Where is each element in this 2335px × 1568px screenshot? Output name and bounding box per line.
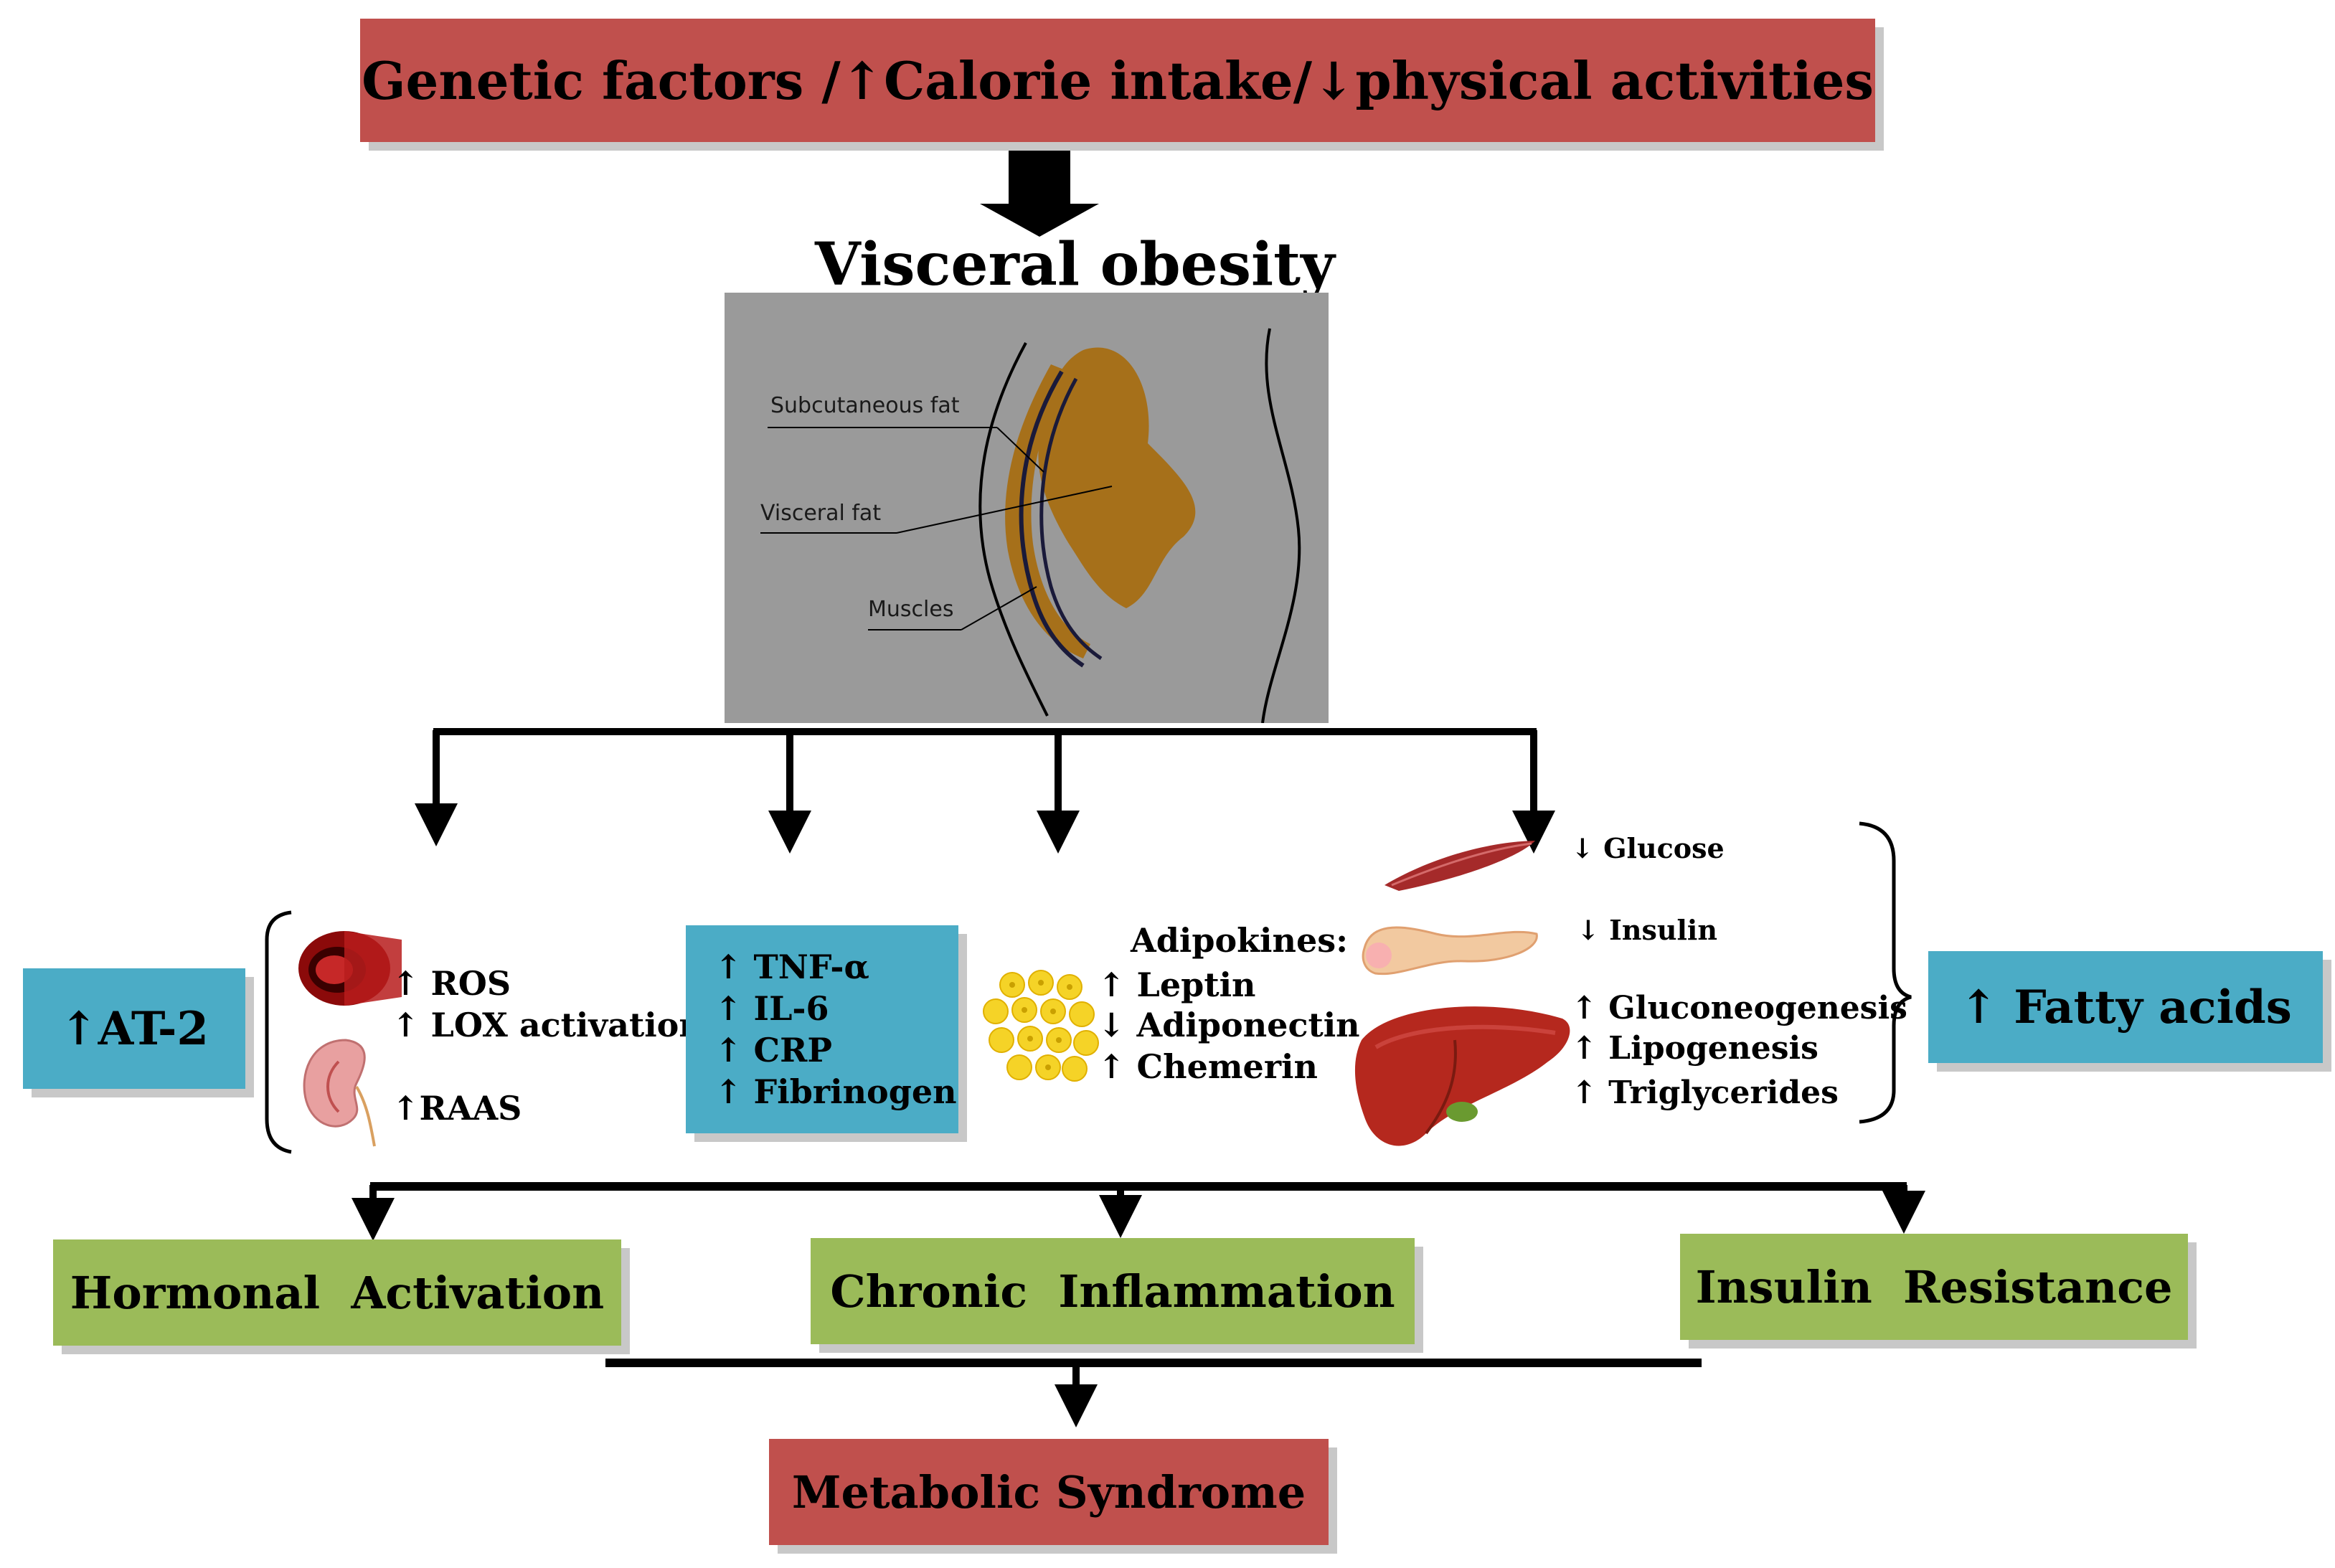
muscle-line-2 — [1039, 377, 1103, 661]
top-cause-text: Genetic factors /↑Calorie intake/↓physic… — [362, 49, 1874, 111]
liver-icon — [1354, 1006, 1570, 1146]
fatty-acids-box: ↑ Fatty acids — [1928, 951, 2323, 1063]
cytokines-box: ↑ TNF-α ↑ IL-6 ↑ CRP ↑ Fibrinogen — [686, 925, 958, 1133]
artery-icon — [298, 931, 402, 1006]
hormonal-activation-text: Hormonal Activation — [70, 1266, 605, 1319]
cytokine-item: ↑ TNF-α — [714, 948, 869, 986]
insulin-text: ↓ Insulin — [1577, 914, 1717, 946]
adipokine-item: ↑ Chemerin — [1098, 1047, 1318, 1086]
muscle-line-1 — [1019, 370, 1085, 668]
metabolic-syndrome-text: Metabolic Syndrome — [791, 1465, 1306, 1519]
leader-subcutaneous-2 — [996, 427, 1044, 473]
insulin-resistance-text: Insulin Resistance — [1695, 1260, 2173, 1313]
at2-text: ↑AT-2 — [60, 1001, 209, 1056]
cytokine-item: ↑ CRP — [714, 1031, 832, 1069]
metabolic-item: ↑ Lipogenesis — [1571, 1030, 1819, 1067]
pancreas-icon — [1362, 926, 1538, 976]
visceral-title: Visceral obesity — [815, 230, 1335, 299]
right-brace — [1859, 821, 1912, 1124]
obesity-illustration: Subcutaneous fat Visceral fat Muscles — [725, 293, 1329, 723]
chronic-inflammation-box: Chronic Inflammation — [811, 1238, 1415, 1344]
metabolic-syndrome-box: Metabolic Syndrome — [769, 1439, 1329, 1545]
adipocytes-icon — [983, 970, 1099, 1082]
label-subcutaneous-fat: Subcutaneous fat — [770, 393, 960, 418]
adipokine-item: ↑ Leptin — [1098, 965, 1256, 1004]
cytokine-item: ↑ IL-6 — [714, 989, 829, 1028]
lox-text: ↑ LOX activation — [392, 1006, 703, 1044]
label-muscles: Muscles — [868, 597, 954, 622]
adipokines-title: Adipokines: — [1131, 921, 1349, 960]
glucose-text: ↓ Glucose — [1571, 832, 1725, 864]
muscle-icon — [1385, 841, 1535, 891]
at2-box: ↑AT-2 — [23, 968, 245, 1089]
block-arrow-down — [980, 143, 1099, 237]
hormonal-activation-box: Hormonal Activation — [53, 1239, 621, 1346]
label-visceral-fat: Visceral fat — [760, 501, 882, 526]
visceral-fat-shape — [1038, 347, 1196, 608]
adipokine-item: ↓ Adiponectin — [1098, 1006, 1360, 1044]
ros-text: ↑ ROS — [392, 964, 511, 1003]
insulin-resistance-box: Insulin Resistance — [1680, 1234, 2188, 1340]
leader-muscles-2 — [961, 586, 1037, 630]
top-cause-box: Genetic factors /↑Calorie intake/↓physic… — [360, 19, 1875, 142]
subcutaneous-layer — [1005, 364, 1090, 658]
fatty-acids-text: ↑ Fatty acids — [1959, 980, 2292, 1034]
metabolic-item: ↑ Gluconeogenesis — [1571, 990, 1907, 1026]
leader-visceral-2 — [896, 486, 1113, 534]
kidney-icon — [303, 1039, 376, 1147]
cytokine-item: ↑ Fibrinogen — [714, 1072, 957, 1111]
back-line — [1261, 328, 1301, 723]
metabolic-item: ↑ Triglycerides — [1571, 1075, 1839, 1111]
skin-line-outer — [978, 342, 1049, 717]
left-brace — [265, 910, 292, 1154]
chronic-inflammation-text: Chronic Inflammation — [830, 1265, 1395, 1318]
raas-text: ↑RAAS — [392, 1089, 522, 1128]
